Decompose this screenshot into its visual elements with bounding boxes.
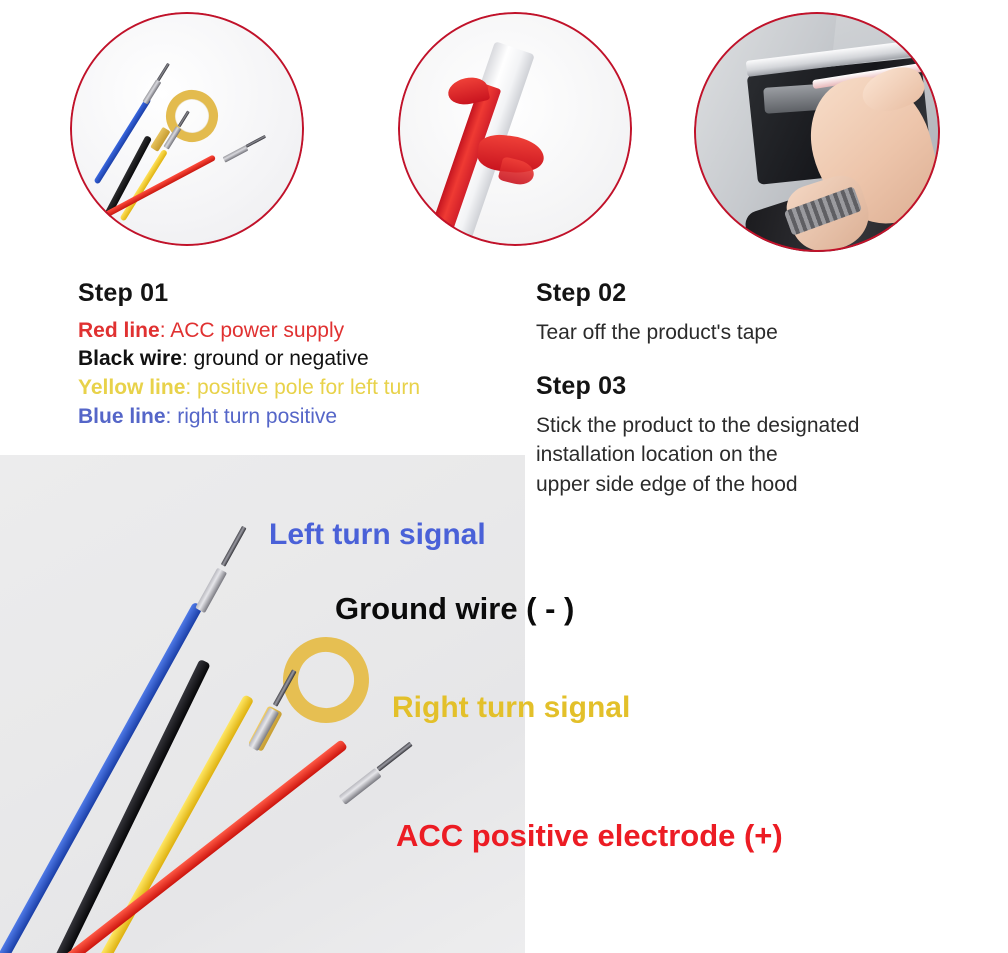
- step-01-line-blue-sep: :: [165, 405, 178, 429]
- label-ground-wire: Ground wire ( - ): [335, 591, 575, 626]
- step-01-line-red: Red line: ACC power supply: [78, 317, 518, 346]
- four-wire-harness-photo: [70, 12, 304, 246]
- peel-tape-photo: [398, 12, 632, 246]
- bottom-wire-red-pin: [376, 741, 413, 772]
- step-01-line-black-text: ground or negative: [193, 347, 369, 371]
- step-01-line-yellow-text: positive pole for left turn: [197, 376, 420, 400]
- bottom-wire-blue: [0, 601, 204, 953]
- bottom-wire-blue-pin: [220, 525, 247, 567]
- step-01-line-yellow-sep: :: [185, 376, 198, 400]
- step-01-line-black-sep: :: [181, 347, 194, 371]
- step-01-block: Step 01 Red line: ACC power supply Black…: [78, 279, 518, 432]
- step-01-line-blue-label: Blue line: [78, 405, 166, 429]
- step-01-title: Step 01: [78, 279, 169, 307]
- step-03-body-line-2: installation location on the: [536, 443, 778, 467]
- step-03-title: Step 03: [536, 372, 627, 400]
- step-01-line-yellow: Yellow line: positive pole for left turn: [78, 374, 518, 403]
- label-acc-positive-electrode: ACC positive electrode (+): [396, 818, 783, 853]
- wire-identification-photo: [0, 455, 525, 953]
- photo-content-tape: [398, 12, 632, 246]
- step-03-block: Step 03 Stick the product to the designa…: [536, 372, 976, 500]
- step-01-line-red-sep: :: [159, 318, 171, 342]
- step-01-line-black-label: Black wire: [78, 347, 182, 371]
- step-01-line-black: Black wire: ground or negative: [78, 345, 518, 374]
- bottom-wire-blue-tip: [195, 567, 228, 614]
- bottom-wire-yellow: [65, 694, 255, 953]
- step-photos-row: [0, 0, 1008, 258]
- step-02-title: Step 02: [536, 279, 627, 307]
- step-01-line-blue: Blue line: right turn positive: [78, 403, 518, 432]
- step-03-body-line-3: upper side edge of the hood: [536, 473, 798, 497]
- step-02-body: Tear off the product's tape: [536, 320, 778, 344]
- step-01-line-red-label: Red line: [78, 318, 160, 342]
- bottom-wire-red-tip: [338, 767, 382, 805]
- install-on-hood-photo: [694, 12, 940, 252]
- bottom-wire-red: [0, 739, 348, 953]
- step-01-line-red-text: ACC power supply: [170, 318, 345, 342]
- step-03-body-line-1: Stick the product to the designated: [536, 413, 860, 437]
- photo-content-wires: [70, 12, 304, 246]
- photo-content-install: [694, 12, 940, 252]
- step-01-line-blue-text: right turn positive: [177, 405, 338, 429]
- step-02-block: Step 02 Tear off the product's tape: [536, 279, 976, 347]
- step-01-line-yellow-label: Yellow line: [78, 376, 186, 400]
- label-right-turn-signal: Right turn signal: [392, 691, 631, 724]
- label-left-turn-signal: Left turn signal: [269, 518, 486, 551]
